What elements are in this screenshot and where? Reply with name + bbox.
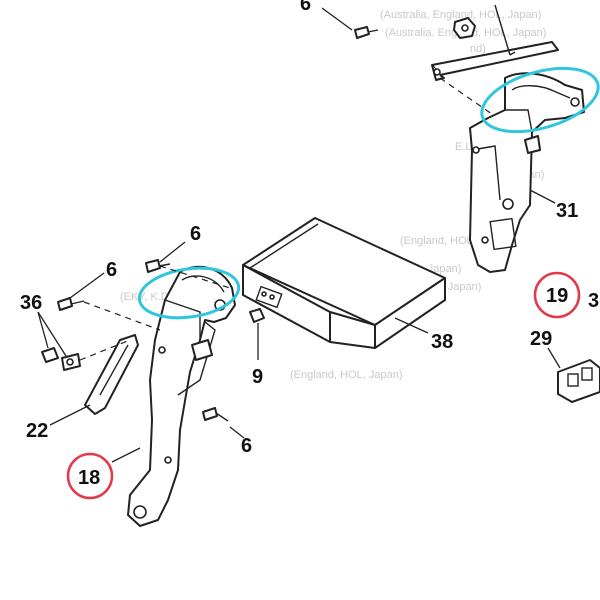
highlight-ellipse-right — [480, 66, 600, 134]
part-38-box — [242, 217, 446, 349]
part-22-clip — [41, 334, 139, 415]
callout-3: 3 — [588, 290, 599, 312]
callout-22: 22 — [26, 420, 48, 442]
part-top-rail-bracket — [431, 4, 559, 81]
leader-18 — [111, 447, 141, 463]
leader-6-top — [321, 7, 353, 31]
part-nut-top — [453, 17, 476, 39]
dash-top-rail — [439, 77, 513, 129]
leader-29 — [547, 347, 561, 369]
callout-29: 29 — [530, 328, 552, 350]
screw-top — [354, 26, 379, 39]
callout-31: 31 — [556, 200, 578, 222]
part-19-right-bracket — [469, 72, 585, 273]
dash-screw-left — [83, 301, 161, 331]
leader-36-a — [37, 311, 49, 349]
callout-38: 38 — [431, 331, 453, 353]
callout-9: 9 — [252, 366, 263, 388]
leader-6-left — [69, 272, 105, 299]
leader-6-bottom — [229, 426, 245, 439]
leader-31 — [529, 189, 556, 204]
callout-19: 19 — [546, 285, 568, 307]
leader-36-b — [37, 311, 67, 357]
callout-6-left: 6 — [106, 259, 117, 281]
svg-text:(England, HOL, Japan): (England, HOL, Japan) — [290, 369, 403, 381]
leader-22 — [49, 404, 91, 426]
leader-6-mid — [159, 241, 186, 263]
part-9-clip — [249, 308, 265, 323]
screw-6-mid — [145, 259, 171, 273]
leader-38 — [394, 317, 429, 334]
callout-6-top: 6 — [300, 0, 311, 15]
svg-text:(Australia, England, HOL, Japa: (Australia, England, HOL, Japan) — [380, 9, 541, 21]
highlight-circle-19 — [533, 271, 581, 319]
screw-6-bottom — [202, 407, 229, 422]
callout-18: 18 — [78, 467, 100, 489]
dash-clip — [79, 339, 131, 361]
screw-6-left — [57, 297, 85, 311]
callout-6-mid: 6 — [190, 223, 201, 245]
svg-text:nd): nd) — [470, 43, 486, 55]
part-18-left-bracket — [127, 265, 236, 527]
callout-36: 36 — [20, 292, 42, 314]
highlight-circle-18 — [66, 452, 114, 500]
part-29-connector — [557, 359, 600, 403]
callout-6-bottom: 6 — [241, 435, 252, 457]
dash-screw-mid — [159, 265, 231, 289]
highlight-ellipse-left — [137, 266, 241, 320]
